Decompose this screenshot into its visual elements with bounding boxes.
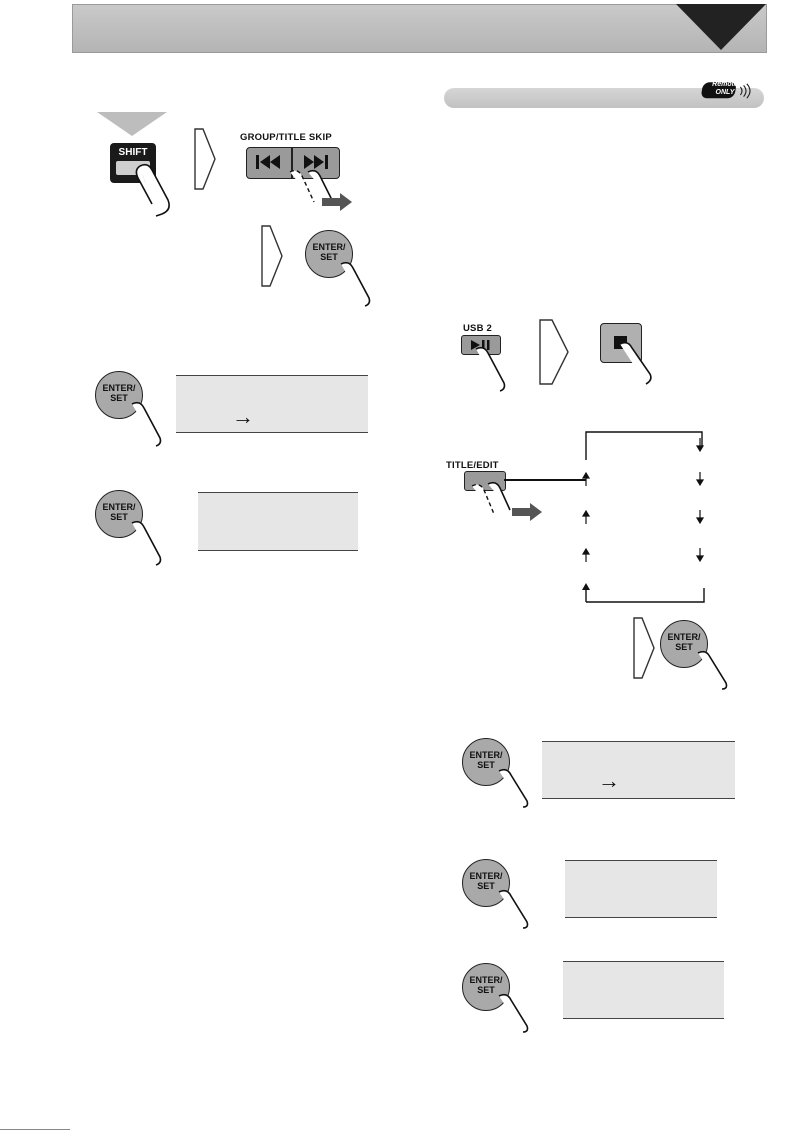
display-panel-5 <box>563 961 724 1019</box>
group-title-skip-label: GROUP/TITLE SKIP <box>240 132 332 143</box>
enter-label-line2: SET <box>675 642 693 652</box>
step-arrow-2-icon <box>261 225 283 287</box>
skip-back-icon[interactable] <box>256 153 286 171</box>
enter-label-line1: ENTER/ <box>312 242 346 252</box>
pointing-finger-icon <box>131 520 162 566</box>
step-arrow-1-icon <box>194 128 216 190</box>
display-panel-4 <box>565 860 717 918</box>
display-arrow: → <box>598 768 620 793</box>
remote-badge-line1: Remote <box>712 81 738 88</box>
enter-label-line2: SET <box>477 881 495 891</box>
pointing-finger-icon <box>475 346 506 392</box>
enter-label-line2: SET <box>477 760 495 770</box>
display-panel-2 <box>198 492 358 551</box>
pointing-finger-icon <box>619 341 652 385</box>
pointing-finger-icon <box>340 261 371 307</box>
enter-label-line2: SET <box>320 252 338 262</box>
remote-only-badge <box>701 82 751 99</box>
step-arrow-3-icon <box>539 319 569 385</box>
pointing-finger-icon <box>498 768 529 808</box>
pointing-finger-icon <box>498 889 529 929</box>
section-corner-triangle-icon <box>676 4 766 50</box>
enter-set-button-6[interactable]: ENTER/ SET <box>462 859 510 907</box>
press-down-arrow-icon <box>97 112 167 136</box>
enter-set-button-7[interactable]: ENTER/ SET <box>462 963 510 1011</box>
play-pause-icon <box>471 340 490 350</box>
enter-label-line1: ENTER/ <box>102 383 136 393</box>
remote-only-badge-text: Remote ONLY <box>705 81 745 97</box>
title-edit-label: TITLE/EDIT <box>446 460 499 471</box>
section-subheader-pill <box>444 88 764 108</box>
pointing-finger-icon <box>289 169 352 211</box>
display-panel-1: → <box>176 375 368 433</box>
enter-set-button-3[interactable]: ENTER/ SET <box>95 490 143 538</box>
enter-label-line1: ENTER/ <box>102 502 136 512</box>
pointing-finger-icon <box>697 650 728 690</box>
title-edit-connector-line <box>504 479 586 481</box>
pointing-finger-icon <box>131 401 162 447</box>
enter-label-line2: SET <box>110 512 128 522</box>
enter-set-button-2[interactable]: ENTER/ SET <box>95 371 143 419</box>
pointing-finger-icon <box>471 481 542 521</box>
enter-label-line1: ENTER/ <box>469 871 503 881</box>
display-panel-3: → <box>542 741 735 799</box>
pointing-finger-icon <box>498 993 529 1033</box>
shift-button-label: SHIFT <box>118 147 148 158</box>
enter-label-line1: ENTER/ <box>469 975 503 985</box>
enter-label-line2: SET <box>477 985 495 995</box>
enter-label-line2: SET <box>110 393 128 403</box>
title-edit-cycle-diagram <box>581 431 705 603</box>
enter-set-button-4[interactable]: ENTER/ SET <box>660 620 708 668</box>
enter-label-line1: ENTER/ <box>667 632 701 642</box>
pointing-finger-icon <box>135 163 170 217</box>
skip-forward-icon[interactable] <box>302 153 332 171</box>
remote-badge-line2: ONLY <box>715 89 735 96</box>
usb2-label: USB 2 <box>463 323 492 334</box>
enter-set-button-5[interactable]: ENTER/ SET <box>462 738 510 786</box>
display-arrow: → <box>232 404 254 429</box>
step-arrow-4-icon <box>633 617 655 679</box>
page-header-bar <box>72 4 767 53</box>
enter-label-line1: ENTER/ <box>469 750 503 760</box>
